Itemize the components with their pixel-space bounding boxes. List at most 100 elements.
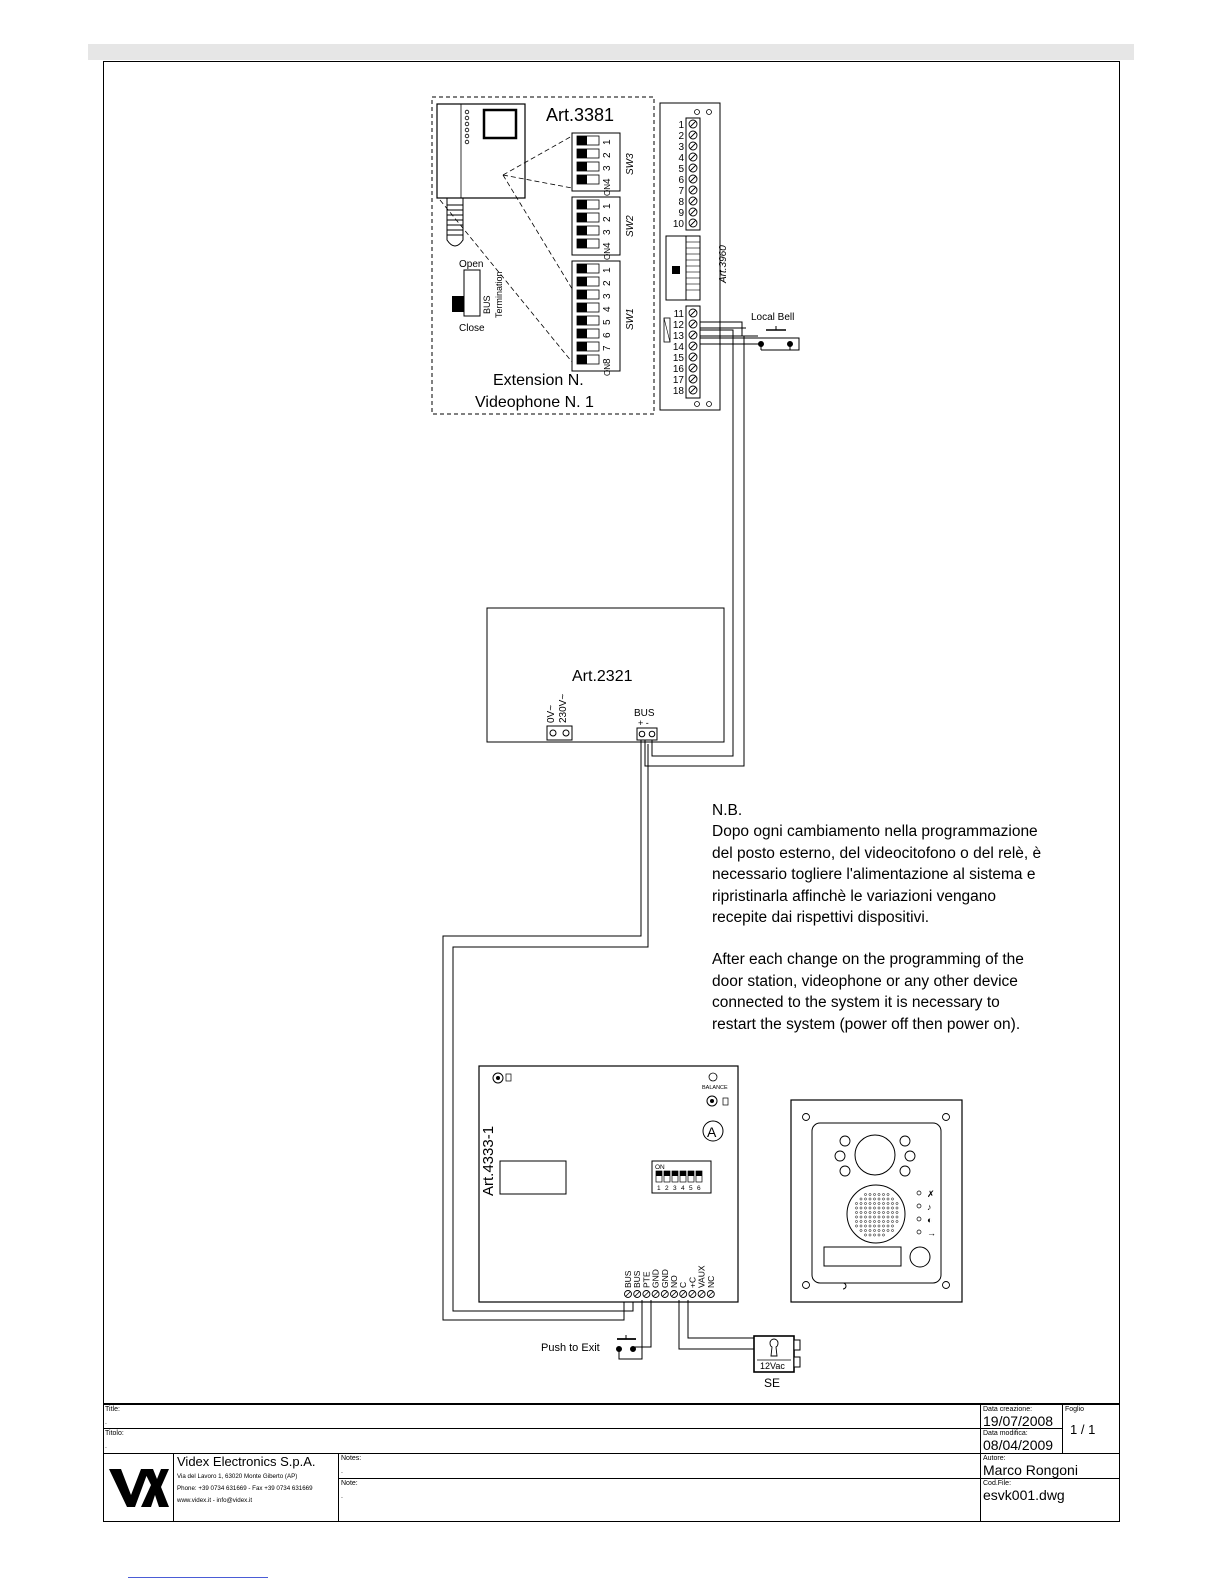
local-bell-label: Local Bell bbox=[751, 312, 794, 323]
cod-file-value: esvk001.dwg bbox=[983, 1487, 1065, 1503]
module-terminal-label: C bbox=[678, 1282, 688, 1288]
title-label: Title: bbox=[105, 1406, 120, 1413]
sw3-on-label: ON bbox=[603, 184, 612, 196]
module-terminal-label: NC bbox=[706, 1276, 716, 1288]
videophone-unit: Open Close BUS Termination Art.3381 1 2 3 4… bbox=[431, 96, 655, 415]
se-label: SE bbox=[764, 1376, 780, 1390]
sw3-label: SW3 bbox=[625, 153, 636, 175]
a-marker: A bbox=[707, 1124, 717, 1140]
foglio-value: 1 / 1 bbox=[1070, 1422, 1096, 1437]
note-english: After each change on the programming of … bbox=[712, 951, 1024, 1033]
sw2-number: 3 bbox=[602, 229, 613, 235]
module-dip-number: 5 bbox=[689, 1185, 693, 1192]
module-terminal-label: NO bbox=[669, 1275, 679, 1288]
monitor-screen bbox=[482, 108, 518, 140]
close-label: Close bbox=[459, 323, 485, 334]
module-dip-number: 1 bbox=[657, 1185, 661, 1192]
extension-label: Extension N. bbox=[493, 372, 584, 389]
bus-polarity-label: + - bbox=[638, 718, 649, 728]
sw1-number: 3 bbox=[602, 293, 613, 299]
sw3-number: 2 bbox=[602, 152, 613, 158]
sw2-label: SW2 bbox=[625, 215, 636, 237]
bus-label-psu: BUS bbox=[634, 708, 655, 719]
terminal-number: 1 bbox=[678, 120, 684, 131]
terminal-number: 14 bbox=[673, 342, 685, 353]
autore-label: Autore: bbox=[983, 1455, 1006, 1462]
sw1-on-label: ON bbox=[603, 364, 612, 376]
module-terminal-label: PTE bbox=[641, 1271, 651, 1288]
art3960-label: Art.3960 bbox=[718, 245, 729, 284]
title-value: . bbox=[105, 1419, 107, 1426]
open-label: Open bbox=[459, 259, 483, 270]
door-station-panel: ✗ ♪ ◐ → bbox=[790, 1099, 963, 1303]
module-terminal-label: GND bbox=[651, 1269, 661, 1288]
titolo-value: . bbox=[105, 1443, 107, 1450]
call-icon: ◐ bbox=[927, 1215, 932, 1225]
terminal-number: 3 bbox=[678, 142, 684, 153]
autore-value: Marco Rongoni bbox=[983, 1462, 1078, 1478]
terminal-number: 17 bbox=[673, 375, 685, 386]
balance-label: BALANCE bbox=[702, 1085, 728, 1091]
sw3-number: 3 bbox=[602, 165, 613, 171]
videophone-label: Videophone N. 1 bbox=[475, 394, 594, 411]
title-block: Title: . Titolo: . Data creazione: 19/07… bbox=[103, 1403, 1120, 1522]
module-terminal-label: +C bbox=[687, 1277, 697, 1288]
note-italian: Dopo ogni cambiamento nella programmazio… bbox=[712, 823, 1042, 926]
module-terminal-label: BUS bbox=[632, 1270, 642, 1288]
module-terminal-label: BUS bbox=[623, 1270, 633, 1288]
art3381-label: Art.3381 bbox=[546, 105, 614, 125]
sw1-number: 5 bbox=[602, 319, 613, 325]
sw1-number: 1 bbox=[602, 267, 613, 273]
terminal-number: 5 bbox=[678, 164, 684, 175]
titolo-label: Titolo: bbox=[105, 1430, 124, 1437]
foglio-label: Foglio bbox=[1065, 1406, 1085, 1413]
bus-label: BUS bbox=[482, 295, 492, 314]
speak-icon: ♪ bbox=[927, 1202, 932, 1212]
mute-icon: ✗ bbox=[927, 1189, 935, 1199]
terminal-number: 16 bbox=[673, 364, 685, 375]
sw1-number: 8 bbox=[602, 358, 613, 364]
local-bell-push bbox=[700, 321, 800, 351]
terminal-number: 7 bbox=[678, 186, 684, 197]
dip-on-label: ON bbox=[655, 1164, 665, 1171]
push-to-exit-button bbox=[616, 1300, 652, 1360]
module-dip-number: 4 bbox=[681, 1185, 685, 1192]
sw2-number: 4 bbox=[602, 242, 613, 248]
sw3-number: 4 bbox=[602, 178, 613, 184]
sw1-number: 2 bbox=[602, 280, 613, 286]
terminal-number: 10 bbox=[673, 219, 685, 230]
note-label: Note: bbox=[341, 1480, 358, 1487]
data-modifica-value: 08/04/2009 bbox=[983, 1437, 1054, 1453]
footer-link-underline bbox=[128, 1577, 268, 1578]
cod-file-label: Cod.File: bbox=[983, 1480, 1012, 1487]
bus-wiring bbox=[442, 329, 745, 1321]
terminal-number: 8 bbox=[678, 197, 684, 208]
sw2-number: 2 bbox=[602, 216, 613, 222]
sw2-on-label: ON bbox=[603, 248, 612, 260]
data-modifica-label: Data modifica: bbox=[983, 1430, 1028, 1437]
sw2-number: 1 bbox=[602, 203, 613, 209]
terminal-number: 13 bbox=[673, 331, 685, 342]
art2321-label: Art.2321 bbox=[572, 668, 633, 685]
module-dip-number: 3 bbox=[673, 1185, 677, 1192]
door-open-icon: → bbox=[927, 1228, 936, 1238]
module-terminal-label: VAUX bbox=[697, 1265, 707, 1288]
terminal-number: 18 bbox=[673, 386, 685, 397]
power-supply-2321: Art.2321 0V~ 230V~ BUS + - bbox=[486, 607, 725, 743]
module-terminal-label: GND bbox=[660, 1269, 670, 1288]
notes-label: Notes: bbox=[341, 1455, 362, 1462]
notes-value: . bbox=[341, 1468, 343, 1475]
terminal-number: 11 bbox=[674, 309, 685, 320]
bus-termination-switch bbox=[463, 269, 481, 317]
company-address: Via del Lavoro 1, 63020 Monte Giberto (A… bbox=[177, 1473, 298, 1480]
push-to-exit-label: Push to Exit bbox=[541, 1342, 600, 1354]
drawing-frame bbox=[103, 61, 1120, 1522]
electric-lock-se bbox=[678, 1300, 801, 1373]
termination-label: Termination bbox=[494, 271, 504, 318]
data-creazione-value: 19/07/2008 bbox=[983, 1413, 1054, 1429]
module-dip-number: 2 bbox=[665, 1185, 669, 1192]
company-web: www.videx.it - info@videx.it bbox=[177, 1497, 253, 1504]
